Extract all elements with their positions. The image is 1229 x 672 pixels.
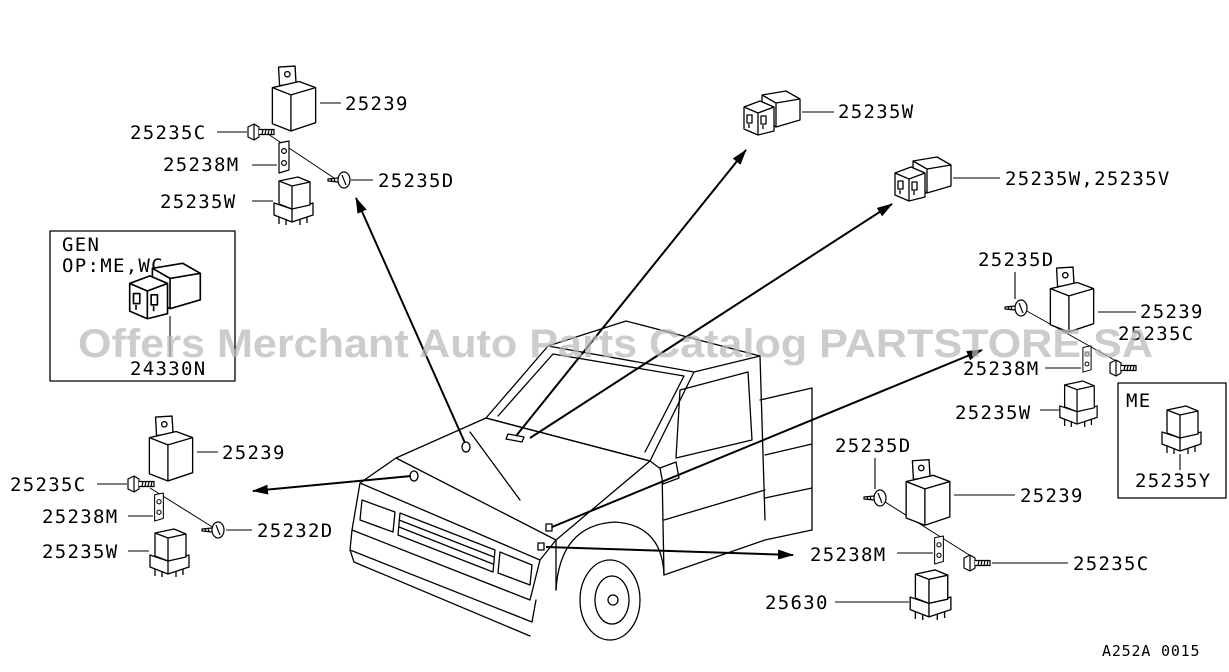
fender-relay-location-1 xyxy=(545,523,553,532)
screw-icon xyxy=(201,521,225,539)
gen-box-title: GEN xyxy=(62,234,100,256)
hood-relay-location-2 xyxy=(409,470,419,482)
bolt-icon xyxy=(963,554,991,572)
relay-small-part-number: 25235W xyxy=(955,402,1031,424)
truck-hood-crease xyxy=(469,431,521,501)
truck-body-lower xyxy=(663,489,813,576)
relay-part-number: 25239 xyxy=(1020,485,1084,507)
bracket-part-number: 25238M xyxy=(163,154,239,176)
arrow-to-right-group xyxy=(551,349,983,528)
truck-front-face xyxy=(351,457,557,601)
truck-roof xyxy=(547,320,761,373)
bracket-icon xyxy=(278,140,290,174)
screw-part-number: 25235D xyxy=(978,249,1054,271)
me-box-frame xyxy=(1117,382,1227,499)
arrow-to-connector-a xyxy=(515,149,747,437)
diagram-code: A252A 0015 xyxy=(1102,642,1200,660)
truck-wheel-arch xyxy=(555,521,665,591)
relay-small-part-number: 25235W xyxy=(42,541,118,563)
screw-icon xyxy=(863,489,887,507)
bolt-icon xyxy=(127,475,155,493)
cowl-relay-location xyxy=(505,433,525,443)
truck-cab-side xyxy=(759,355,766,521)
bracket-part-number: 25238M xyxy=(963,358,1039,380)
me-option-box: ME 25235Y xyxy=(1117,382,1227,499)
connector-icon xyxy=(743,90,801,136)
assembly-line xyxy=(1024,309,1119,363)
gen-box-frame xyxy=(49,230,236,382)
truck-windshield-inner xyxy=(497,353,685,453)
truck-wheel-hub xyxy=(607,594,619,606)
bolt-part-number: 25235C xyxy=(10,474,86,496)
relay-small-icon xyxy=(273,176,314,226)
relay-part-number: 25239 xyxy=(345,93,409,115)
truck-side-window xyxy=(675,371,753,459)
truck-wheel-rim xyxy=(594,575,630,625)
arrow-to-top-group xyxy=(355,197,466,444)
hood-relay-location-1 xyxy=(461,441,471,453)
arrow-to-connector-b xyxy=(529,203,893,439)
screw-icon xyxy=(1004,299,1028,317)
truck-bed xyxy=(759,387,813,531)
bracket-icon xyxy=(154,492,164,522)
screw-part-number: 25235D xyxy=(835,435,911,457)
connector-icon xyxy=(894,156,952,202)
truck-headlight-left xyxy=(359,499,396,533)
relay-small-icon xyxy=(149,528,190,578)
bolt-part-number: 25235C xyxy=(1118,323,1194,345)
watermark: Offers Merchant Auto Parts Catalog PARTS… xyxy=(78,322,1153,366)
location-arrows xyxy=(252,149,983,560)
connector-b-part-number: 25235W,25235V xyxy=(1005,168,1171,190)
screw-icon xyxy=(327,171,351,189)
relay-small-icon xyxy=(909,569,952,621)
right-relay-group: 25235D 25239 25235C 25238M 25235W xyxy=(955,249,1204,428)
bracket-icon xyxy=(934,535,944,565)
truck-mirror xyxy=(659,461,680,485)
top-relay-group: 25239 25235C 25238M 25235D 25235W xyxy=(130,65,454,226)
truck-bumper xyxy=(349,529,537,637)
gen-box-part-number: 24330N xyxy=(130,358,206,380)
relay-icon xyxy=(271,65,317,132)
bolt-part-number: 25235C xyxy=(1073,553,1149,575)
relay-part-number: 25239 xyxy=(222,442,286,464)
truck-front-wheel xyxy=(579,559,641,641)
connector-a-part-number: 25235W xyxy=(838,101,914,123)
top-right-connectors: 25235W 25235W,25235V xyxy=(743,90,1171,202)
bottom-right-relay-group: 25235D 25239 25238M 25235C 25630 xyxy=(765,435,1149,621)
gen-box-option: OP:ME,WC xyxy=(62,255,164,277)
relay-small-icon xyxy=(1161,405,1202,455)
fender-relay-location-2 xyxy=(537,542,545,551)
relay-small-part-number: 25235W xyxy=(160,191,236,213)
truck-illustration xyxy=(349,320,813,641)
screw-part-number: 25235D xyxy=(378,170,454,192)
me-box-part-number: 25235Y xyxy=(1135,470,1211,492)
left-relay-group: 25239 25235C 25238M 25232D 25235W xyxy=(10,415,333,578)
screw-part-number: 25232D xyxy=(257,520,333,542)
assembly-line xyxy=(267,133,335,179)
bolt-icon xyxy=(247,123,275,141)
arrow-to-bottom-right-group xyxy=(545,546,794,560)
bolt-part-number: 25235C xyxy=(130,122,206,144)
relay-small-icon xyxy=(1059,380,1098,428)
bracket-part-number: 25238M xyxy=(810,544,886,566)
relay-icon xyxy=(905,459,951,526)
me-box-title: ME xyxy=(1126,390,1151,412)
relay-small-part-number: 25630 xyxy=(765,592,829,614)
truck-headlight-right xyxy=(497,551,533,586)
arrow-to-left-group xyxy=(252,475,412,495)
relay-part-number: 25239 xyxy=(1140,301,1204,323)
assembly-line xyxy=(881,499,975,559)
truck-grille xyxy=(397,512,496,573)
bracket-part-number: 25238M xyxy=(42,506,118,528)
relay-icon xyxy=(148,415,194,482)
gen-option-box: GEN OP:ME,WC 24330N xyxy=(49,230,236,382)
